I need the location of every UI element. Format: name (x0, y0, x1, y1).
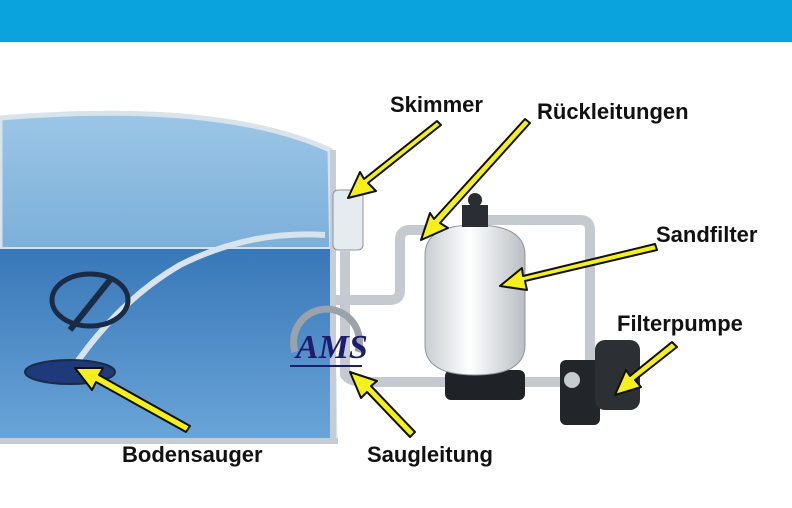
arrow-sand-filter (499, 243, 658, 291)
filter-pump (560, 340, 640, 425)
label-suction-line: Saugleitung (367, 442, 493, 467)
sand-filter (424, 193, 526, 400)
header-bar (0, 0, 792, 42)
label-filter-pump: Filterpumpe (617, 311, 743, 336)
svg-text:AMS: AMS (294, 329, 368, 366)
label-sand-filter: Sandfilter (656, 222, 758, 247)
callout-arrows (74, 118, 678, 438)
arrow-pool-cleaner (74, 367, 191, 433)
ams-logo: AMS (290, 305, 368, 367)
arrow-return-lines (420, 118, 531, 241)
label-pool-cleaner: Bodensauger (122, 442, 263, 467)
pool (0, 110, 338, 444)
label-return-lines: Rückleitungen (537, 99, 689, 124)
arrow-skimmer (347, 120, 442, 199)
arrow-filter-pump (614, 341, 678, 396)
arrow-suction-line (349, 371, 416, 438)
label-skimmer: Skimmer (390, 92, 483, 117)
